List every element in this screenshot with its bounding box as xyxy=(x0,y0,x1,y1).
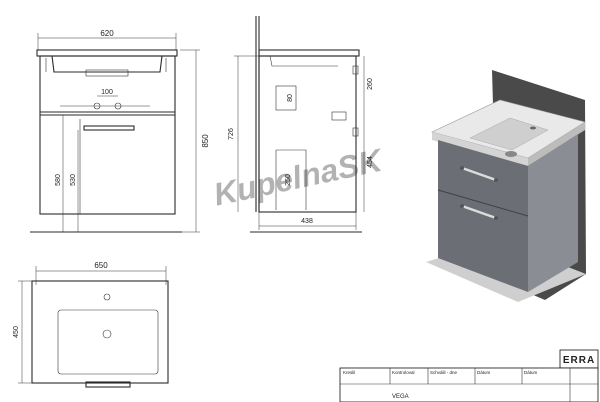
isometric-render xyxy=(426,70,586,302)
front-view: 620 100 580 530 850 xyxy=(30,29,210,233)
tb-label-kreslil: Kreslil xyxy=(343,370,355,375)
watermark: KupelnaSK xyxy=(210,141,387,212)
tb-label-schvalil: Schválil - dne xyxy=(430,370,458,375)
top-view: 650 450 xyxy=(13,261,169,388)
front-dim-580: 580 xyxy=(55,174,62,186)
tap-spacing-dim: 100 xyxy=(101,89,113,96)
side-top-dim: 260 xyxy=(367,78,374,90)
top-depth-dim: 450 xyxy=(13,326,20,338)
product-name: VEGA xyxy=(392,394,409,400)
cabinet-front xyxy=(438,140,528,292)
side-view: 80 250 260 454 726 438 xyxy=(228,16,374,233)
brand-logo: ERRA xyxy=(563,355,595,366)
side-lower-dim: 250 xyxy=(285,174,292,186)
drawer-handle-bottom xyxy=(461,204,497,220)
title-block: ERRA Kreslil Kontroloval Schválil - dne … xyxy=(339,349,599,402)
drawer-handle-top xyxy=(461,166,497,182)
front-dim-530: 530 xyxy=(70,174,77,186)
front-width-dim: 620 xyxy=(100,29,114,38)
tb-label-datum-2: Dátum xyxy=(524,370,538,375)
side-drawer-dim: 454 xyxy=(367,156,374,168)
side-depth-dim: 438 xyxy=(301,218,313,225)
side-height-dim: 726 xyxy=(228,128,235,140)
tb-label-kontroloval: Kontroloval xyxy=(392,370,415,375)
tb-label-datum-1: Dátum xyxy=(477,370,491,375)
side-mid-dim: 80 xyxy=(287,94,294,102)
top-width-dim: 650 xyxy=(94,261,108,270)
front-height-dim: 850 xyxy=(201,134,210,148)
cabinet-side xyxy=(528,134,578,292)
